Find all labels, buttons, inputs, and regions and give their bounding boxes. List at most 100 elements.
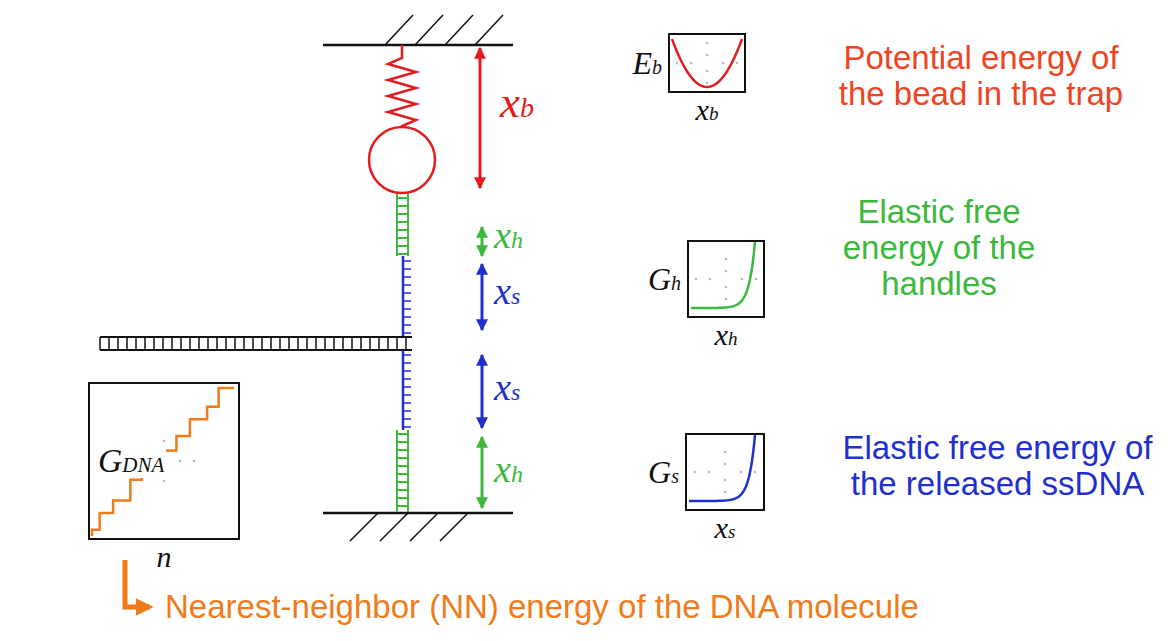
grid-dot [736,62,739,65]
label-holder: xs [494,272,520,310]
grid-dot [725,270,728,273]
axis-label: Gh [648,263,681,295]
ssdna-base [403,276,411,278]
energy-curve [92,388,234,536]
bottom-wall [323,512,513,515]
grid-dot [179,460,182,463]
label-holder: Nearest-neighbor (NN) energy of the DNA … [165,589,1125,625]
ssdna-base [403,260,411,262]
grid-dot [706,54,709,57]
grid-dot [695,278,698,281]
handle-rung [397,481,408,483]
duplex-rung [315,337,317,350]
duplex-rung [144,337,146,350]
duplex-rung [153,337,155,350]
label-holder: GDNA [96,444,166,478]
duplex-rung [198,337,200,350]
handle-rung [397,457,408,459]
duplex-rung [288,337,290,350]
duplex-rung [225,337,227,350]
distance-arrow [481,437,484,508]
ssdna-base [403,378,411,380]
grid-dot [725,298,728,301]
grid-dot [740,471,743,474]
distance-arrow [481,227,484,256]
label-holder: Potential energy of the bead in the trap [831,40,1131,112]
duplex-rung [387,337,389,350]
axis-label: Eb [632,47,662,79]
handle-rung [397,205,408,207]
grid-dot [724,463,727,466]
grid-dot [193,460,196,463]
caption-text: Potential energy of the bead in the trap [831,40,1131,112]
ssdna-base [403,410,411,412]
ssdna-base [403,292,411,294]
label-holder: n [157,542,172,572]
duplex-rung [207,337,209,350]
top-wall [323,44,513,47]
handle-rung [397,505,408,507]
ssdna-base [403,324,411,326]
bead [369,127,435,193]
handle-rung [397,229,408,231]
energy-curve [691,242,755,308]
axis-label: xb [696,95,719,125]
grid-dot [163,480,166,483]
dimension-label: xs [494,272,520,310]
plot-box: Ghxh [687,240,765,318]
grid-dot [694,471,697,474]
energy-curve [689,435,755,501]
label-holder: xh [494,450,523,488]
duplex-rung [396,337,398,350]
duplex-rung [135,337,137,350]
handle-rung [397,465,408,467]
duplex-rung [189,337,191,350]
energy-curve [672,39,742,87]
duplex-rung [351,337,353,350]
duplex-rung [171,337,173,350]
duplex-rung [252,337,254,350]
duplex-rung [243,337,245,350]
duplex-rung [162,337,164,350]
dimension-label: xb [500,80,534,125]
ssdna-base [403,308,411,310]
plot-box: Ebxb [668,33,746,93]
grid-dot [706,42,709,45]
handle-rung [397,245,408,247]
grid-dot [724,491,727,494]
grid-dot [725,258,728,261]
ssdna-base [403,386,411,388]
handle-rung [397,221,408,223]
ssdna-base [403,332,411,334]
ssdna-base [403,394,411,396]
plot-box: GDNAn [88,382,240,540]
grid-dot [724,479,727,482]
duplex-rung [126,337,128,350]
dimension-label: xs [494,368,520,406]
pointer-arrow [125,560,150,607]
ssdna-base [403,426,411,428]
ssdna-base [403,418,411,420]
handle-rung [397,433,408,435]
handle-rung [397,489,408,491]
label-holder: xh [494,216,523,254]
grid-dot [725,286,728,289]
dimension-label: xh [494,216,523,254]
duplex-rung [261,337,263,350]
ssdna-base [403,300,411,302]
plot-box: Gsxs [685,433,765,511]
ssdna-base [403,316,411,318]
handle-rung [397,253,408,255]
grid-dot [722,62,725,65]
grid-dot [706,82,709,85]
handle-rung [397,473,408,475]
distance-arrow [481,264,484,330]
ssdna-base [403,362,411,364]
plot-curve [689,242,763,316]
wall-hatching [385,15,503,45]
duplex-rung [108,337,110,350]
duplex-rung [216,337,218,350]
grid-dot [754,471,757,474]
grid-dot [755,278,758,281]
caption-text: Nearest-neighbor (NN) energy of the DNA … [165,589,1125,625]
